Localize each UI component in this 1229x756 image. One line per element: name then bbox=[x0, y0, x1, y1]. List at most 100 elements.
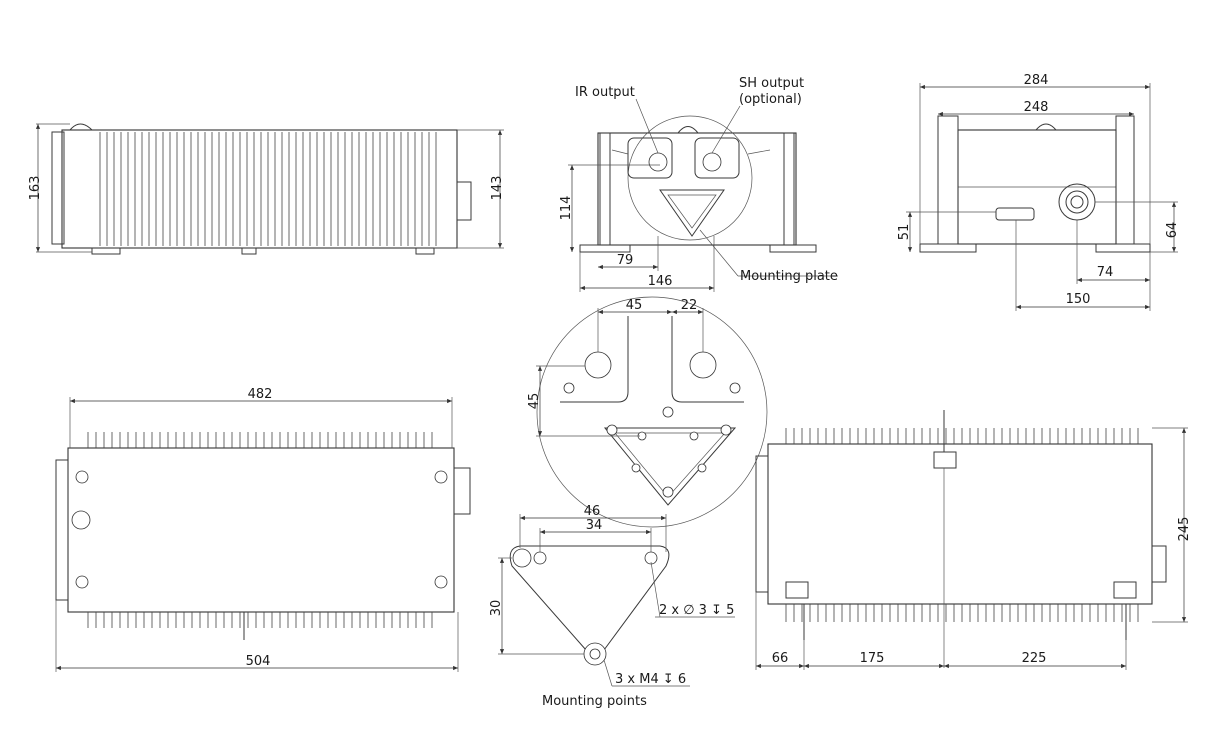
ir-output-leader bbox=[635, 98, 659, 154]
dim-detail-22-label: 22 bbox=[681, 298, 698, 313]
rear-view-post-right bbox=[1115, 115, 1135, 245]
side-view-right-connector bbox=[456, 181, 472, 221]
rear-view: 284 248 51 64 74 150 bbox=[897, 73, 1180, 311]
detail-ir-aperture bbox=[584, 351, 612, 379]
bottom-view: 245 66 175 225 bbox=[755, 410, 1192, 670]
top-view-body bbox=[67, 447, 455, 613]
ir-output-label: IR output bbox=[575, 85, 635, 100]
front-view-lever-left bbox=[611, 149, 629, 155]
dim-51-label: 51 bbox=[897, 224, 912, 241]
front-view-detail-circle bbox=[627, 115, 753, 241]
front-view-ir-window bbox=[627, 137, 673, 179]
detail-plate-hole-1 bbox=[606, 424, 618, 436]
rear-view-foot-right bbox=[1095, 243, 1151, 253]
top-view-screw-bl bbox=[75, 575, 89, 589]
mounting-plate-leader bbox=[699, 229, 739, 277]
detail-view-circle bbox=[536, 296, 768, 528]
mounting-points-label: Mounting points bbox=[542, 694, 647, 709]
rear-view-output-aperture bbox=[1070, 195, 1084, 209]
top-view: 482 504 bbox=[55, 387, 471, 672]
plate-mounting-point-bottom-bore bbox=[589, 648, 601, 660]
dim-46-label: 46 bbox=[584, 504, 601, 519]
plate-corner-left bbox=[512, 548, 532, 568]
dim-504-label: 504 bbox=[246, 654, 271, 669]
bottom-view-fins-lower bbox=[785, 604, 1139, 622]
side-view-left-panel bbox=[51, 131, 65, 245]
side-view-foot-left bbox=[91, 247, 121, 255]
dim-34-label: 34 bbox=[586, 518, 603, 533]
detail-screw-left bbox=[563, 382, 575, 394]
bottom-view-fins-upper bbox=[785, 428, 1139, 444]
rear-view-d-sub-port bbox=[995, 207, 1035, 221]
top-view-right-connector bbox=[453, 467, 471, 515]
side-view-foot-mid bbox=[241, 247, 257, 255]
bottom-view-mount-top bbox=[933, 451, 957, 469]
detail-plate-hole-3 bbox=[662, 406, 674, 418]
bottom-view-left-panel bbox=[755, 455, 769, 593]
top-view-screw-tr bbox=[434, 470, 448, 484]
top-view-knob bbox=[71, 510, 91, 530]
mounting-plate-shape bbox=[659, 189, 725, 237]
front-view-sh-window bbox=[694, 137, 740, 179]
plate-hole-left bbox=[533, 551, 547, 565]
bottom-view-mount-left bbox=[785, 581, 809, 599]
detail-plate-hole-5 bbox=[631, 463, 641, 473]
plate-view: 46 34 30 2 x ∅ 3 ↧ 5 3 x M4 ↧ 6 Mounting… bbox=[489, 504, 735, 709]
front-view: IR output SH output (optional) Mounting … bbox=[559, 76, 838, 292]
dim-143-label: 143 bbox=[490, 176, 505, 201]
front-view-body bbox=[597, 132, 797, 246]
ir-output-aperture bbox=[648, 152, 668, 172]
dim-66-label: 66 bbox=[772, 651, 789, 666]
side-view: 163 143 bbox=[28, 123, 505, 255]
detail-plate-inner bbox=[614, 432, 726, 498]
dim-30-label: 30 bbox=[489, 600, 504, 617]
detail-plate-hole-2 bbox=[720, 424, 732, 436]
side-view-dome bbox=[69, 123, 93, 131]
rear-view-post-left bbox=[937, 115, 959, 245]
holes-3x-leader bbox=[603, 659, 613, 687]
dim-245-label: 245 bbox=[1177, 517, 1192, 542]
mounting-plate-inner bbox=[667, 194, 717, 229]
plate-outline bbox=[509, 545, 670, 657]
holes-2x-leader bbox=[650, 561, 661, 618]
detail-plate-hole-6 bbox=[697, 463, 707, 473]
top-view-screw-br bbox=[434, 575, 448, 589]
dim-114-label: 114 bbox=[559, 196, 574, 221]
detail-ir-window-edge bbox=[560, 316, 629, 403]
front-view-foot-left bbox=[579, 244, 631, 253]
bottom-view-body bbox=[767, 443, 1153, 605]
rear-view-foot-left bbox=[919, 243, 977, 253]
sh-output-leader bbox=[711, 105, 741, 154]
rear-view-output-ring bbox=[1065, 190, 1089, 214]
dim-74-label: 74 bbox=[1097, 265, 1114, 280]
detail-sh-aperture bbox=[689, 351, 717, 379]
detail-plate-pin-right bbox=[689, 431, 699, 441]
top-view-fins-upper bbox=[87, 432, 433, 448]
dim-175-label: 175 bbox=[860, 651, 885, 666]
dim-146-label: 146 bbox=[648, 274, 673, 289]
front-view-foot-right bbox=[769, 244, 817, 253]
detail-sh-window-edge bbox=[671, 316, 744, 403]
mounting-plate-label: Mounting plate bbox=[740, 269, 838, 284]
bottom-view-right-connector bbox=[1151, 545, 1167, 583]
rear-view-dome bbox=[1035, 123, 1057, 131]
dim-284-label: 284 bbox=[1024, 73, 1049, 88]
side-view-foot-right bbox=[415, 247, 435, 255]
sh-output-optional-label: (optional) bbox=[739, 92, 802, 107]
dim-detail-45-v-label: 45 bbox=[527, 393, 542, 410]
dim-225-label: 225 bbox=[1022, 651, 1047, 666]
detail-plate-hole-4 bbox=[662, 486, 674, 498]
dim-detail-45-h-label: 45 bbox=[626, 298, 643, 313]
dim-64-label: 64 bbox=[1165, 222, 1180, 239]
dim-482-label: 482 bbox=[248, 387, 273, 402]
dim-150-label: 150 bbox=[1066, 292, 1091, 307]
dim-248-label: 248 bbox=[1024, 100, 1049, 115]
dim-163-label: 163 bbox=[28, 176, 43, 201]
dim-79-label: 79 bbox=[617, 253, 634, 268]
top-view-screw-tl bbox=[75, 470, 89, 484]
front-view-dome bbox=[677, 126, 699, 134]
detail-screw-right bbox=[729, 382, 741, 394]
sh-output-aperture bbox=[702, 152, 722, 172]
detail-view: 45 22 45 bbox=[527, 296, 768, 528]
